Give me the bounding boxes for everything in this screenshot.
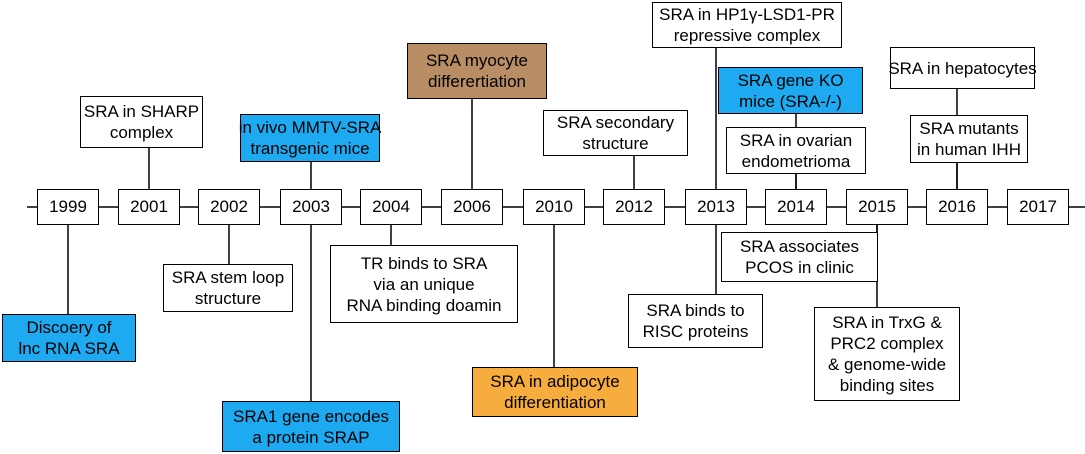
- event-text-line: TR binds to SRA: [360, 253, 488, 273]
- event-box-discovery: Discoery of lnc RNA SRA: [2, 314, 136, 362]
- event-text-line: SRA secondary: [556, 113, 675, 132]
- year-box-2004: 2004: [360, 189, 422, 225]
- event-box-secondary: SRA secondary structure: [543, 110, 688, 156]
- year-box-2002: 2002: [198, 189, 260, 225]
- event-text-line: SRA1 gene encodes: [233, 406, 389, 426]
- event-text-line: binding sites: [839, 376, 935, 395]
- event-box-ihh: SRA mutants in human IHH: [910, 115, 1028, 163]
- event-box-stemloop: SRA stem loop structure: [163, 264, 293, 312]
- event-text-line: SRA stem loop: [171, 268, 285, 287]
- event-text-line: SRA myocyte: [425, 51, 529, 70]
- event-text-line: RISC proteins: [642, 322, 749, 341]
- event-text-line: RNA binding doamin: [346, 295, 502, 315]
- event-text-line: transgenic mice: [250, 139, 370, 158]
- event-text-line: endometrioma: [741, 151, 851, 171]
- event-text-line: PCOS in clinic: [745, 258, 854, 277]
- year-box-2012: 2012: [603, 189, 665, 225]
- event-text-line: SRA in TrxG &: [832, 313, 942, 332]
- event-text-line: SRA gene KO: [737, 70, 844, 90]
- event-text-line: a protein SRAP: [252, 427, 370, 447]
- event-text-line: PRC2 complex: [830, 334, 944, 353]
- event-box-myocyte: SRA myocyte differertiation: [407, 43, 547, 99]
- event-box-mmtv: in vivo MMTV-SRA transgenic mice: [238, 114, 382, 162]
- event-text-line: SRA in hepatocytes: [888, 58, 1037, 78]
- year-box-2013: 2013: [685, 189, 747, 225]
- event-text-line: & genome-wide: [827, 355, 947, 374]
- event-text-line: structure: [194, 289, 262, 308]
- year-box-2016: 2016: [926, 189, 988, 225]
- event-text-line: differentiation: [504, 393, 606, 412]
- event-text-line: complex: [109, 123, 174, 142]
- event-text-line: Discoery of: [26, 318, 112, 337]
- event-text-line: SRA in SHARP: [83, 102, 200, 121]
- event-text-line: SRA mutants: [919, 119, 1019, 138]
- event-text-line: structure: [582, 134, 649, 153]
- event-text-line: SRA binds to: [646, 301, 745, 320]
- event-box-sharp: SRA in SHARP complex: [80, 96, 203, 148]
- event-text-line: SRA associates: [739, 237, 860, 256]
- year-box-2014: 2014: [765, 189, 827, 225]
- event-box-hepatocytes: SRA in hepatocytes: [888, 47, 1037, 89]
- year-box-2001: 2001: [118, 189, 180, 225]
- event-text-line: repressive complex: [673, 26, 821, 45]
- event-text-line: lnc RNA SRA: [18, 339, 120, 358]
- event-text-line: mice (SRA-/-): [739, 91, 842, 111]
- event-text-line: SRA in adipocyte: [490, 372, 620, 391]
- year-box-2017: 2017: [1007, 189, 1069, 225]
- year-box-1999: 1999: [37, 189, 99, 225]
- year-box-2003: 2003: [280, 189, 342, 225]
- event-text-line: via an unique: [373, 274, 475, 294]
- event-box-adipocyte: SRA in adipocyte differentiation: [472, 367, 638, 417]
- event-text-line: in vivo MMTV-SRA: [238, 118, 382, 137]
- event-text-line: in human IHH: [917, 140, 1021, 159]
- year-box-2010: 2010: [523, 189, 585, 225]
- event-text-line: SRA in ovarian: [739, 130, 853, 150]
- event-box-trxg: SRA in TrxG & PRC2 complex & genome-wide bi…: [814, 307, 960, 401]
- event-box-hp1: SRA in HP1γ-LSD1-PR repressive complex: [652, 2, 842, 48]
- year-box-2015: 2015: [846, 189, 908, 225]
- event-text-line: SRA in HP1γ-LSD1-PR: [659, 5, 835, 24]
- event-box-risc: SRA binds to RISC proteins: [628, 294, 763, 348]
- event-text-line: differertiation: [428, 72, 526, 91]
- year-box-2006: 2006: [441, 189, 503, 225]
